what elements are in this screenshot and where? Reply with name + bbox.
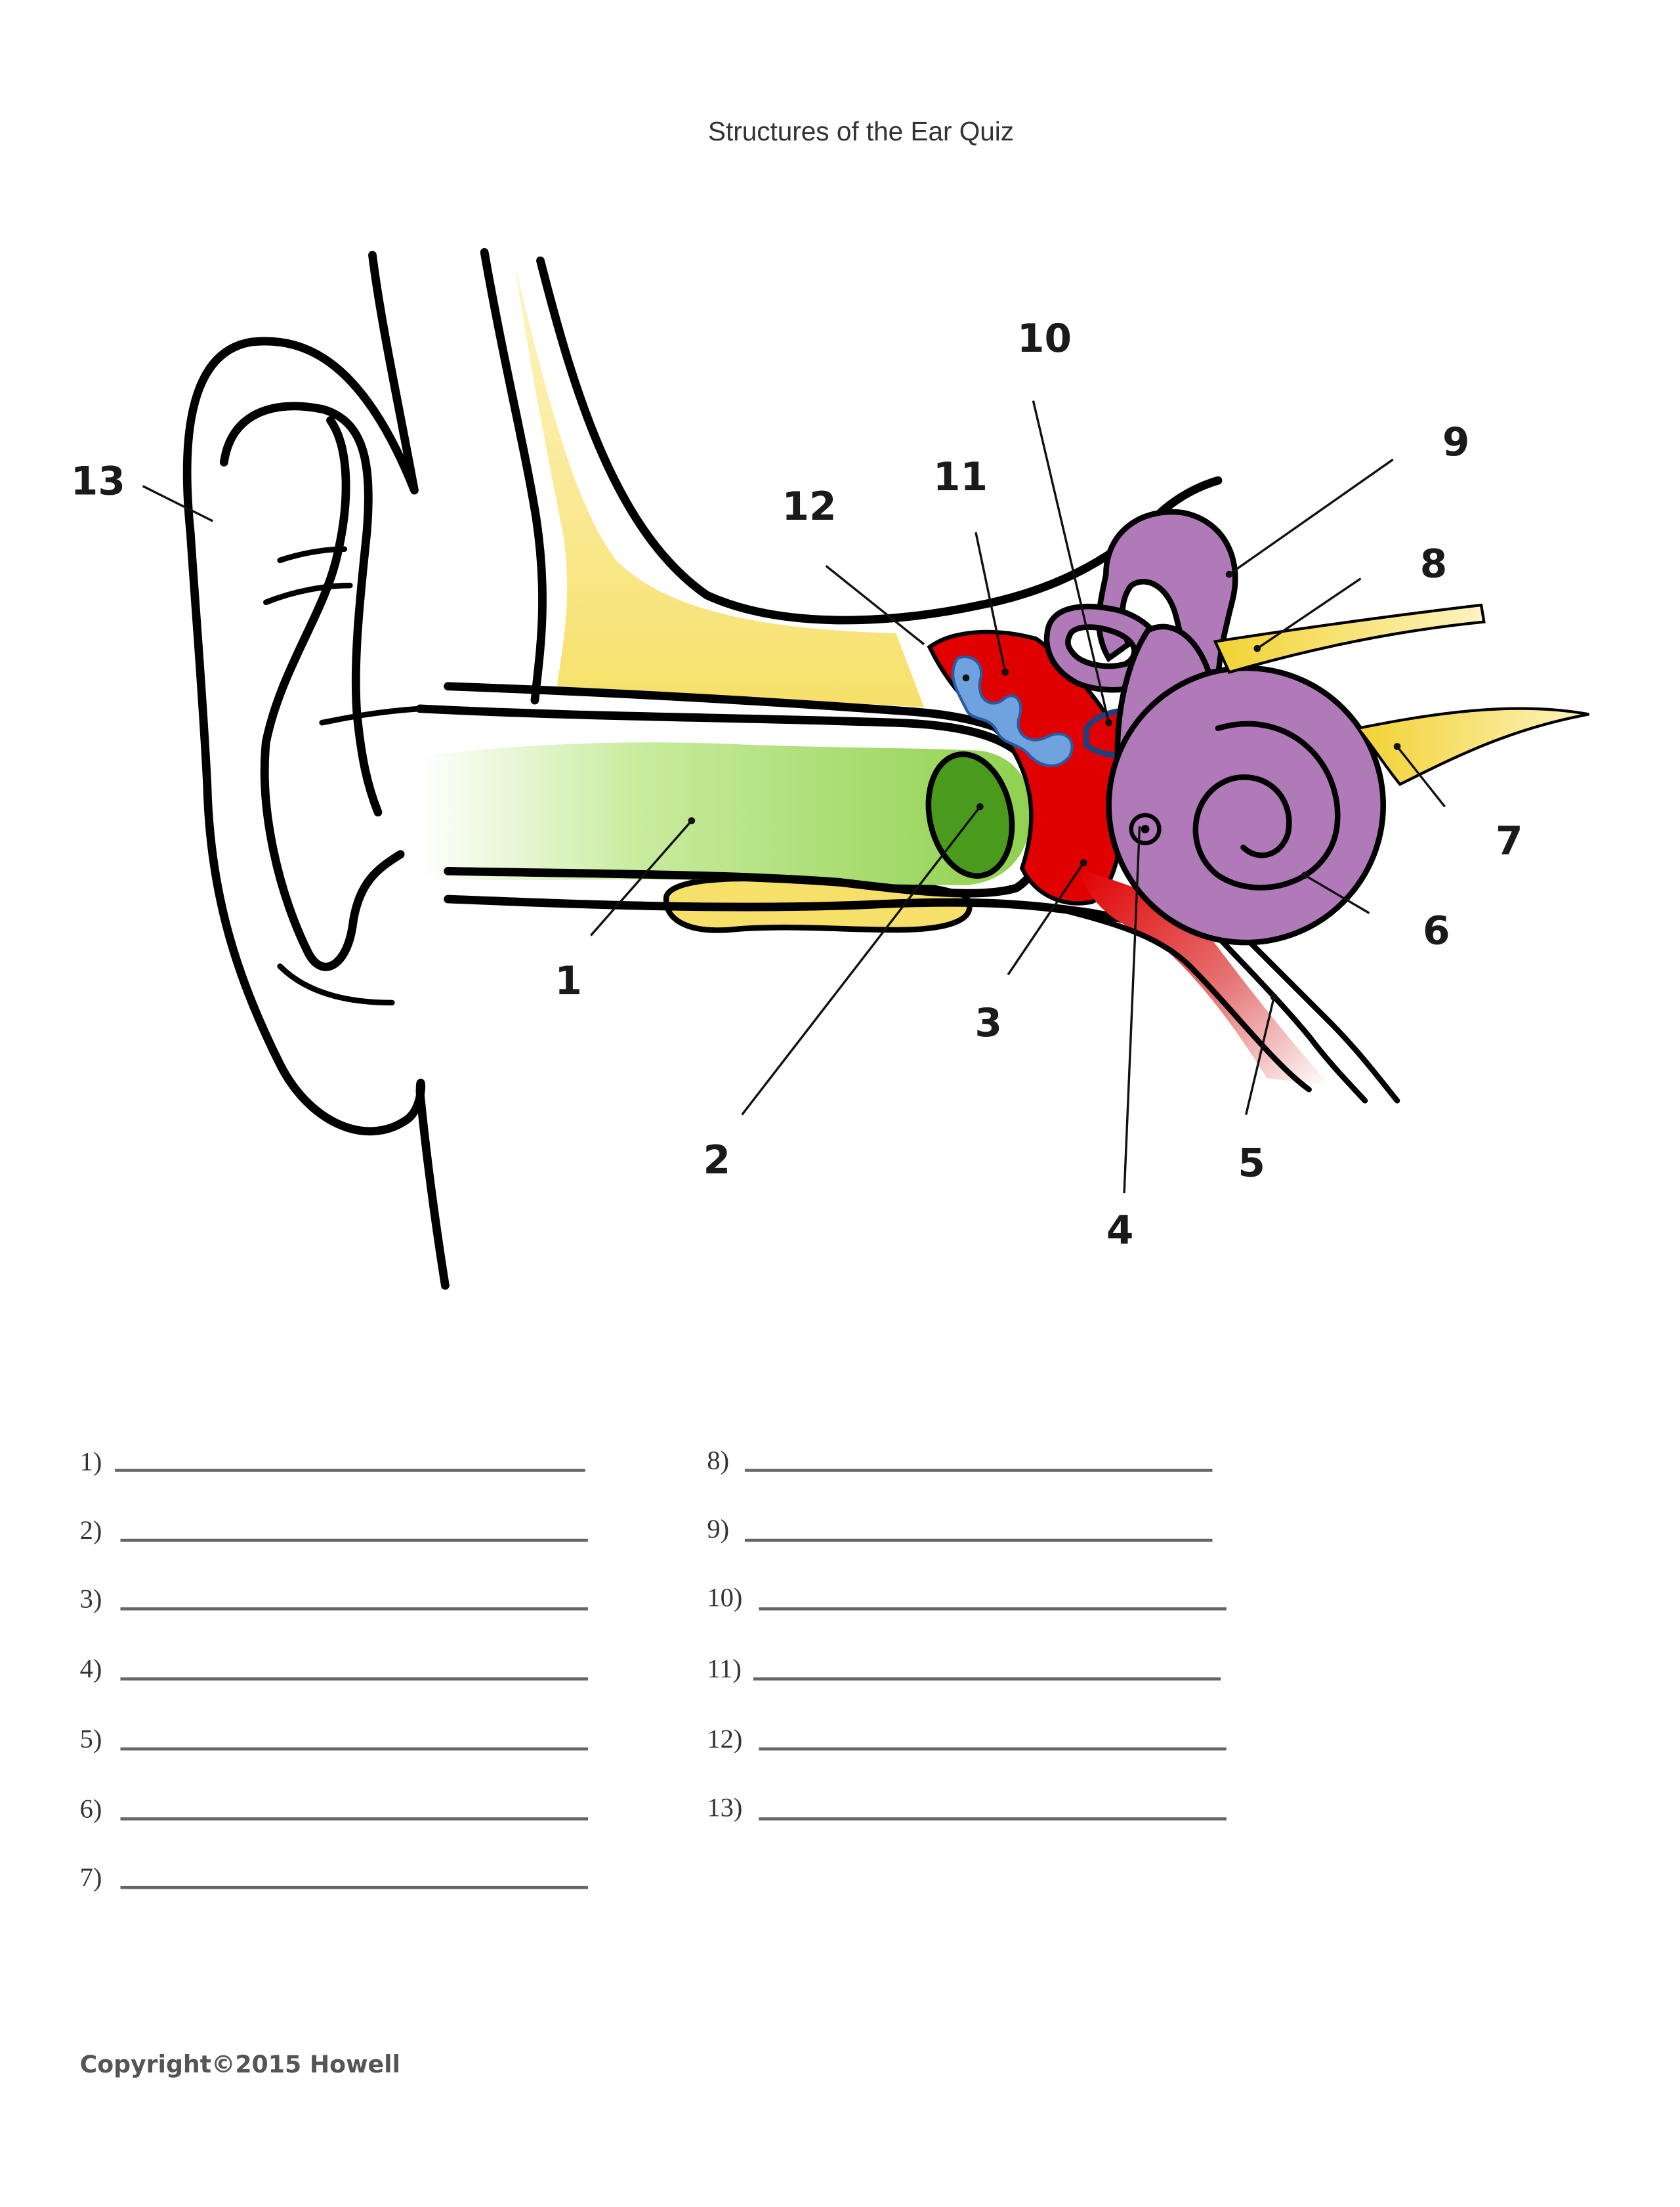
copyright-notice: Copyright©2015 Howell [80,2050,400,2078]
ossicles [951,655,1074,767]
cochlear-nerve [1355,707,1589,786]
label-7: 7 [1496,819,1523,864]
leader-11 [975,532,1007,673]
leader-4 [1123,826,1141,1194]
answer-label-1: 1) [80,1446,102,1476]
answer-label-7: 7) [80,1862,102,1892]
leader-9 [1228,458,1394,576]
pinna-lobe-line [277,963,395,1006]
cochlea [1106,665,1386,946]
label-5: 5 [1238,1141,1265,1186]
skull-outline-outer [480,248,547,705]
answer-label-5: 5) [80,1724,102,1754]
label-4: 4 [1106,1208,1134,1253]
answer-label-2: 2) [80,1515,102,1545]
ear-canal [420,742,1032,885]
leader-3 [1007,862,1085,976]
leader-lines [142,400,1446,1194]
answer-label-3: 3) [80,1584,102,1614]
answer-label-11: 11) [707,1654,742,1683]
label-11: 11 [933,455,988,500]
answer-column-left: 1) 2) 3) 4) 5) 6) 7) [80,1446,588,1892]
pinna-tragus [319,705,423,726]
label-12: 12 [782,484,837,530]
pinna-helix [182,251,450,1290]
vestibular-nerve [1213,603,1486,674]
round-window-center [1141,824,1150,833]
answer-column-right: 8) 9) 10) 11) 12) 13) [707,1445,1227,1822]
pinna-crus-2 [263,582,353,606]
answer-label-9: 9) [707,1514,729,1544]
label-1: 1 [555,959,582,1004]
leader-2 [741,806,981,1116]
answer-label-6: 6) [80,1794,102,1824]
answer-label-10: 10) [707,1582,742,1612]
label-13: 13 [71,459,125,505]
diagram-labels: 13 12 11 10 9 8 7 6 5 4 3 2 1 [71,316,1523,1253]
label-6: 6 [1423,908,1450,954]
temporal-bone-upper [515,266,924,707]
leader-7 [1396,746,1446,808]
label-9: 9 [1442,420,1470,465]
leader-12 [825,564,925,646]
answer-label-13: 13) [707,1792,742,1822]
leader-1 [589,820,693,936]
page-title: Structures of the Ear Quiz [708,116,1014,146]
leader-5 [1245,996,1275,1115]
leader-10 [1032,400,1110,723]
pinna-antihelix [219,402,383,817]
pinna-inner-fold [260,416,405,971]
answer-label-4: 4) [80,1654,102,1683]
label-10: 10 [1017,316,1072,362]
label-3: 3 [975,1001,1002,1046]
pinna-crus [277,546,348,564]
answer-label-8: 8) [707,1445,729,1475]
leader-6 [1304,874,1370,914]
answer-label-12: 12) [707,1724,742,1754]
leader-8 [1256,578,1362,650]
label-8: 8 [1420,541,1448,587]
leader-13 [142,485,214,522]
eustachian-tube-wall-a [1061,907,1312,1093]
label-2: 2 [703,1138,730,1183]
ear-diagram: 13 12 11 10 9 8 7 6 5 4 3 2 1 [71,248,1589,1290]
cochlea-spiral [1192,721,1341,891]
